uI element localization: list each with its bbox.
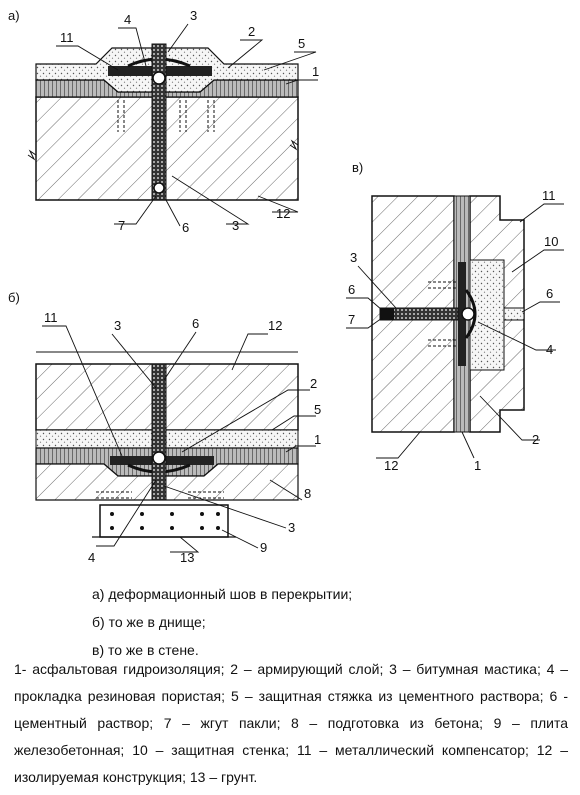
callout-b-3-bottom: 3 (288, 520, 295, 535)
callout-b-11: 11 (44, 310, 58, 325)
callout-a-11: 11 (60, 30, 74, 45)
legend-text: 1- асфальтовая гидроизоляция; 2 – армиру… (14, 661, 568, 785)
anchors-b (96, 491, 224, 499)
compensator-loop-v (464, 289, 477, 339)
caption-b: б) то же в днище; (92, 614, 206, 630)
callout-b-5: 5 (314, 402, 321, 417)
callout-b-1: 1 (314, 432, 321, 447)
callout-b-8: 8 (304, 486, 311, 501)
joint-mastic-3 (151, 43, 167, 201)
callout-a-7: 7 (118, 218, 125, 233)
callouts-b: 11 3 6 12 2 5 1 8 3 9 4 13 (44, 310, 321, 565)
callout-b-12: 12 (268, 318, 282, 333)
callout-v-1: 1 (474, 458, 481, 473)
callout-v-11: 11 (542, 188, 556, 203)
callout-v-6-right: 6 (546, 286, 553, 301)
callout-v-7: 7 (348, 312, 355, 327)
panel-b: б) (8, 290, 321, 565)
joint-mastic-3-b (151, 363, 167, 501)
deformation-joint-drawings: а) (8, 8, 564, 565)
callout-v-3: 3 (350, 250, 357, 265)
callout-a-4: 4 (124, 12, 131, 27)
slab-12-b (35, 363, 299, 431)
callout-v-6-left: 6 (348, 282, 355, 297)
anchors-v (428, 281, 458, 347)
callout-b-4: 4 (88, 550, 95, 565)
slab-12 (35, 96, 299, 201)
break-line-a-left (27, 149, 37, 161)
callout-b-9: 9 (260, 540, 267, 555)
oakum-7 (153, 182, 165, 194)
rubber-gasket-4-b (152, 451, 166, 465)
concrete-prep-8 (35, 463, 299, 501)
callout-b-3: 3 (114, 318, 121, 333)
figure-captions: а) деформационный шов в перекрытии; б) т… (92, 580, 562, 664)
callout-v-2: 2 (532, 432, 539, 447)
leaders-b (42, 325, 316, 553)
callout-v-4: 4 (546, 342, 553, 357)
callout-a-3-top: 3 (190, 8, 197, 23)
break-line-a-right (289, 139, 299, 151)
mortar-joint-6-v (503, 307, 525, 321)
anchors-a (117, 100, 215, 132)
panel-b-label: б) (8, 290, 20, 305)
rubber-gasket-4 (152, 71, 166, 85)
leaders-v (346, 203, 564, 459)
callout-v-10: 10 (544, 234, 558, 249)
rubber-gasket-4-v (461, 307, 475, 321)
callout-b-6: 6 (192, 316, 199, 331)
rebar-dots (110, 512, 220, 530)
callouts-a: 11 4 3 2 5 1 7 6 3 12 (60, 8, 319, 235)
callout-a-5: 5 (298, 36, 305, 51)
callout-a-12: 12 (276, 206, 290, 221)
callouts-v: 11 10 3 6 7 6 4 2 12 1 (348, 188, 558, 473)
screed-layer-5-b (35, 429, 299, 449)
panel-a: а) (8, 8, 319, 235)
callout-v-12: 12 (384, 458, 398, 473)
callout-a-6: 6 (182, 220, 189, 235)
callout-a-2: 2 (248, 24, 255, 39)
panel-v-label: в) (352, 160, 363, 175)
caption-a: а) деформационный шов в перекрытии; (92, 586, 353, 602)
callout-b-2: 2 (310, 376, 317, 391)
leaders-a (56, 23, 318, 227)
callout-a-3-bottom: 3 (232, 218, 239, 233)
oakum-7-v (380, 308, 394, 320)
panel-a-label: а) (8, 8, 20, 23)
caption-v: в) то же в стене. (92, 642, 199, 658)
callout-b-13: 13 (180, 550, 194, 565)
rc-plate-9 (99, 504, 229, 538)
callout-a-1: 1 (312, 64, 319, 79)
panel-v: в) (346, 160, 564, 473)
